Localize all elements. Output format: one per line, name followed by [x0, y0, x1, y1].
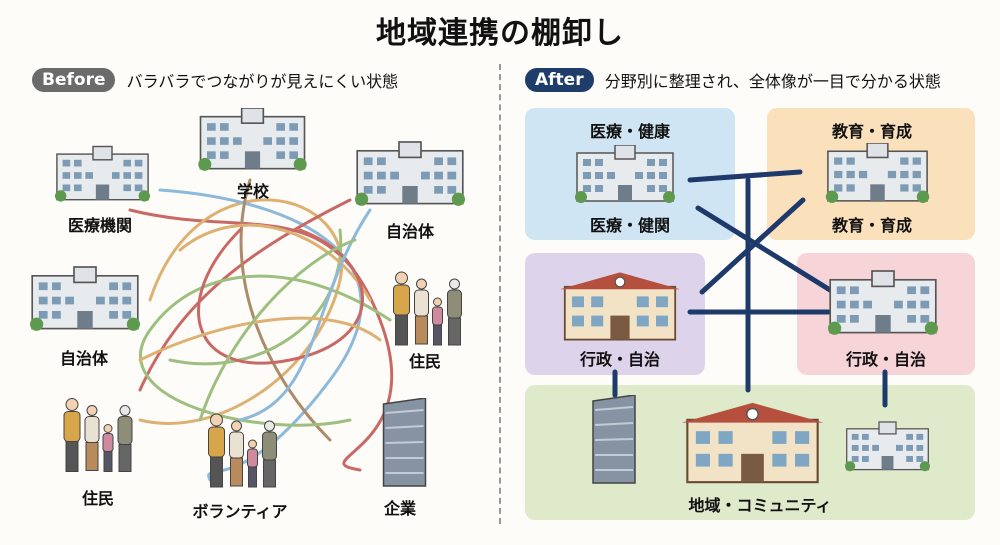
before-badge: Before [32, 68, 116, 92]
label-residents: 住民 [408, 352, 441, 371]
label-residents: 住民 [81, 489, 114, 508]
volunteers-icon [207, 413, 278, 488]
community-center-icon [680, 401, 825, 484]
divider [499, 64, 501, 524]
family-icon [63, 397, 133, 473]
after-caption: 分野別に整理され、全体像が一目で分かる状態 [604, 72, 941, 91]
label-school: 学校 [236, 182, 269, 201]
group-label-education: 教育・育成 [831, 216, 912, 235]
company-building-icon [382, 398, 427, 488]
label-municipality: 自治体 [59, 349, 108, 368]
after-badge: After [525, 68, 594, 92]
city-hall-icon [828, 270, 938, 336]
office-tower-icon [591, 395, 637, 485]
municipal-building-icon [30, 266, 140, 332]
label-volunteers: ボランティア [192, 502, 288, 521]
tangled-connections [128, 178, 394, 482]
clinic-icon [845, 421, 930, 473]
page-title: 地域連携の棚卸し [376, 16, 624, 51]
school-icon [197, 108, 308, 172]
label-medical-institution: 医療機関 [67, 216, 132, 235]
before-header: Before バラバラでつながりが見えにくい状態 [32, 68, 398, 92]
residents-icon [392, 271, 463, 346]
group-label-community: 地域・コミュニティ [688, 496, 832, 515]
label-municipality: 自治体 [385, 222, 434, 241]
group-title-medical: 医療・健康 [589, 122, 670, 141]
organized-connections [612, 169, 888, 408]
after-header: After 分野別に整理され、全体像が一目で分かる状態 [525, 68, 941, 92]
group-title-education: 教育・育成 [831, 122, 912, 141]
before-caption: バラバラでつながりが見えにくい状態 [126, 72, 399, 91]
group-label-admin-left: 行政・自治 [579, 350, 660, 369]
town-hall-icon [560, 271, 680, 341]
group-label-medical: 医療・健関 [589, 216, 670, 235]
city-hall-icon [355, 141, 465, 207]
group-label-admin-right: 行政・自治 [845, 350, 926, 369]
hospital-icon [575, 145, 675, 204]
school-icon [824, 143, 931, 205]
hospital-icon [55, 145, 150, 203]
label-company: 企業 [383, 499, 416, 518]
